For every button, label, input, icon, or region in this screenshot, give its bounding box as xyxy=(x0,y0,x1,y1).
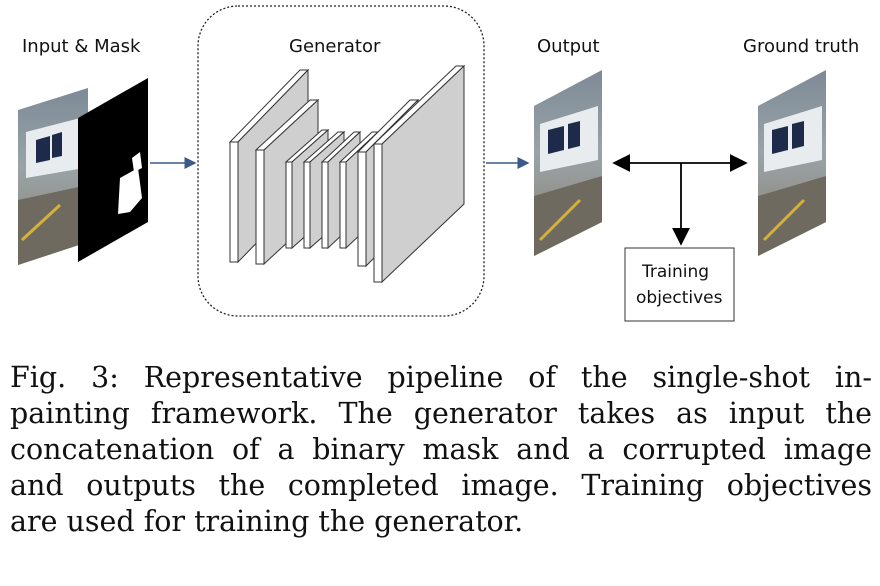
pipeline-diagram xyxy=(18,5,826,322)
generator-box xyxy=(197,5,485,317)
mask-image xyxy=(78,78,148,262)
generator-label: Generator xyxy=(289,36,381,57)
figure-caption: Fig. 3: Representative pipeline of the s… xyxy=(10,360,872,540)
ground-truth-image xyxy=(758,70,826,256)
caption-line: are used for training the generator. xyxy=(10,505,524,538)
generator-layers xyxy=(228,64,466,284)
caption-line: concatenation of a binary mask and a cor… xyxy=(10,433,872,466)
output-image xyxy=(534,70,602,256)
training-objectives-label-line2: objectives xyxy=(636,288,723,308)
caption-line: and outputs the completed image. Trainin… xyxy=(10,469,872,502)
training-objectives-box xyxy=(624,247,735,322)
caption-line: Fig. 3: Representative pipeline of the s… xyxy=(10,361,872,394)
training-objectives-label-line1: Training xyxy=(642,262,710,282)
input-mask-label: Input & Mask xyxy=(22,36,141,57)
input-image xyxy=(18,88,88,265)
ground-truth-label: Ground truth xyxy=(743,36,860,57)
output-label: Output xyxy=(537,36,600,57)
caption-line: painting framework. The generator takes … xyxy=(10,397,872,430)
